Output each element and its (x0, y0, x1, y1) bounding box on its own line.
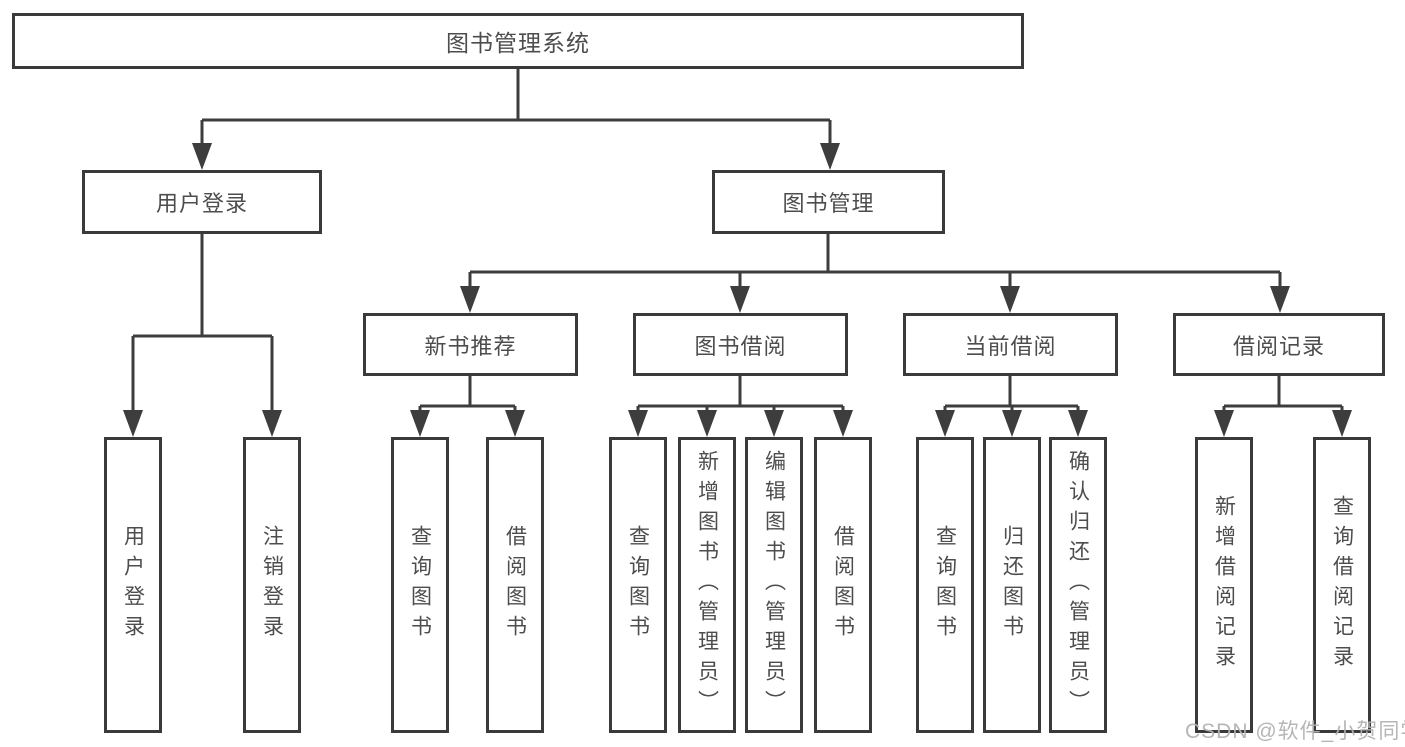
connector-newbook-to-children (418, 376, 517, 412)
node-label: 当前借阅 (964, 333, 1057, 359)
node-borrowing-records: 借阅记录 (1173, 313, 1385, 376)
node-label: 查询借阅记录 (1330, 495, 1354, 675)
node-label: 查询图书 (626, 525, 650, 645)
node-label: 借阅图书 (503, 525, 527, 645)
node-label: 确认归还（管理员） (1066, 450, 1090, 720)
node-user-login-branch: 用户登录 (82, 170, 322, 234)
arrowhead-icons (123, 143, 1352, 437)
leaf-query-borrow-record: 查询借阅记录 (1313, 437, 1371, 733)
connector-currentborrow-to-children (943, 376, 1080, 412)
leaf-logout: 注销登录 (243, 437, 301, 733)
connector-bookborrow-to-children (636, 376, 845, 412)
leaf-newbook-borrow-books: 借阅图书 (486, 437, 544, 733)
connector-bookmgmt-to-level2 (468, 234, 1282, 288)
node-label: 用户登录 (155, 191, 248, 216)
leaf-user-login: 用户登录 (104, 437, 162, 733)
node-current-borrowing: 当前借阅 (903, 313, 1118, 376)
node-label: 注销登录 (260, 525, 284, 645)
node-label: 新增图书（管理员） (695, 450, 719, 720)
node-book-borrowing: 图书借阅 (633, 313, 848, 376)
node-label: 新书推荐 (424, 333, 517, 359)
connector-borrowrecord-to-children (1222, 376, 1344, 412)
leaf-add-borrow-record: 新增借阅记录 (1195, 437, 1253, 733)
node-label: 编辑图书（管理员） (762, 450, 786, 720)
leaf-confirm-return-admin: 确认归还（管理员） (1049, 437, 1107, 733)
node-label: 借阅记录 (1232, 333, 1325, 359)
connector-root-to-level1 (200, 69, 832, 145)
leaf-borrow-books: 借阅图书 (814, 437, 872, 733)
leaf-add-books-admin: 新增图书（管理员） (678, 437, 736, 733)
node-label: 借阅图书 (831, 525, 855, 645)
node-label: 用户登录 (121, 525, 145, 645)
node-label: 查询图书 (933, 525, 957, 645)
node-new-book-recommendation: 新书推荐 (363, 313, 578, 376)
node-label: 图书管理系统 (446, 30, 590, 56)
node-label: 查询图书 (408, 525, 432, 645)
node-book-management-branch: 图书管理 (712, 170, 945, 234)
connector-userlogin-to-children (131, 233, 274, 412)
csdn-watermark: CSDN @软件_小贺同学 (1185, 720, 1405, 743)
node-library-management-system: 图书管理系统 (12, 13, 1024, 69)
leaf-current-query-books: 查询图书 (916, 437, 974, 733)
node-label: 图书管理 (782, 191, 875, 216)
node-label: 新增借阅记录 (1212, 495, 1236, 675)
node-label: 图书借阅 (694, 333, 787, 359)
leaf-newbook-query-books: 查询图书 (391, 437, 449, 733)
leaf-borrow-query-books: 查询图书 (609, 437, 667, 733)
leaf-return-books: 归还图书 (983, 437, 1041, 733)
node-label: 归还图书 (1000, 525, 1024, 645)
leaf-edit-books-admin: 编辑图书（管理员） (745, 437, 803, 733)
